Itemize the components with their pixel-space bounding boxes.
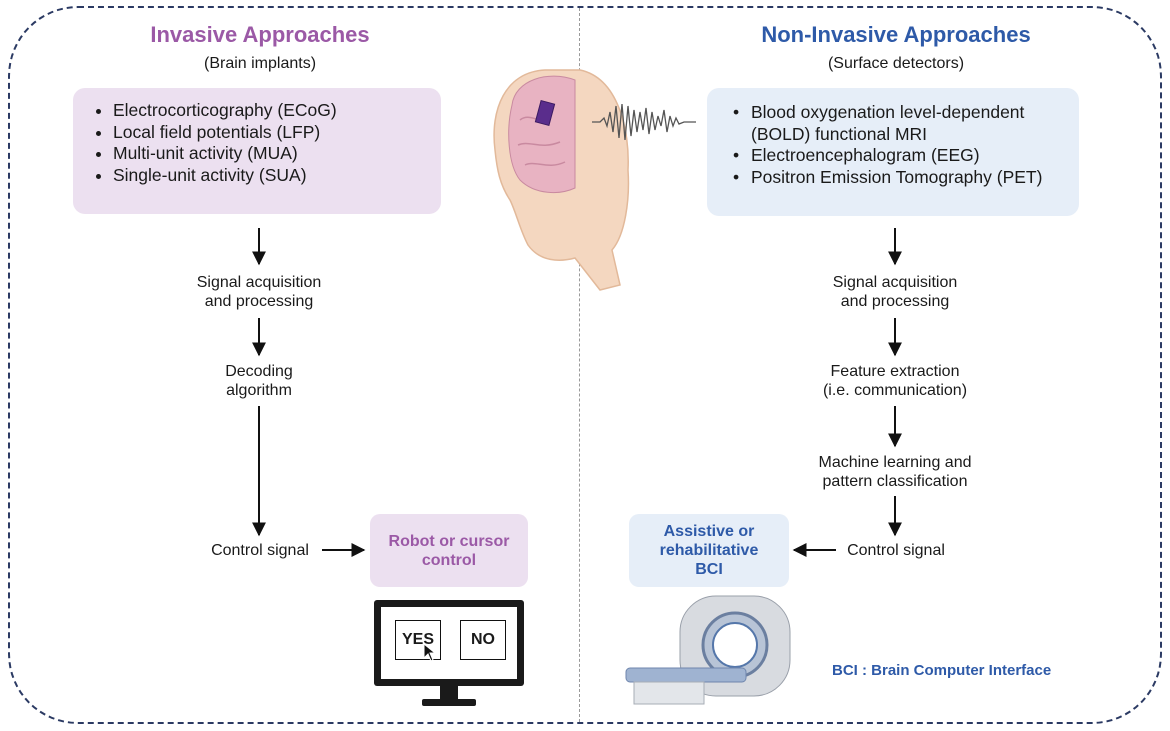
invasive-methods-list: Electrocorticography (ECoG) Local field … [73, 100, 441, 186]
cursor-icon [423, 643, 437, 662]
result-line: BCI [695, 561, 723, 578]
list-item: Multi-unit activity (MUA) [113, 143, 441, 165]
list-item: •Blood oxygenation level-dependent [733, 102, 1025, 122]
noninvasive-title: Non-Invasive Approaches [761, 22, 1031, 47]
list-item: Electrocorticography (ECoG) [113, 100, 441, 122]
step-line: Signal acquisition [832, 274, 958, 291]
list-item: (BOLD) functional MRI [751, 123, 928, 144]
invasive-title: Invasive Approaches [150, 22, 370, 47]
result-line: control [421, 551, 477, 569]
noninvasive-methods-box: •Blood oxygenation level-dependent (BOLD… [707, 88, 1079, 216]
list-item: •Positron Emission Tomography (PET) [733, 166, 1043, 187]
noninvasive-step-ml: Machine learning and pattern classificat… [780, 453, 1010, 491]
mri-scanner-icon [625, 595, 791, 705]
list-item: •Electroencephalogram (EEG) [733, 145, 980, 165]
invasive-step-decoding: Decoding algorithm [159, 362, 359, 400]
noninvasive-subtitle: (Surface detectors) [827, 55, 965, 72]
noninvasive-step-control: Control signal [847, 542, 945, 559]
yes-button[interactable]: YES [395, 620, 441, 660]
step-line: Decoding [225, 363, 293, 380]
invasive-methods-box: Electrocorticography (ECoG) Local field … [73, 88, 441, 214]
noninvasive-methods-list: •Blood oxygenation level-dependent (BOLD… [707, 102, 1079, 188]
step-line: Signal acquisition [196, 274, 322, 291]
noninvasive-result-box: Assistive or rehabilitative BCI [629, 514, 789, 587]
list-item: Local field potentials (LFP) [113, 122, 441, 144]
step-line: Machine learning and [818, 454, 972, 471]
result-line: Assistive or [663, 523, 755, 540]
brainwave-icon [592, 103, 696, 141]
result-line: Robot or cursor [388, 532, 510, 550]
noninvasive-step-feature: Feature extraction (i.e. communication) [785, 362, 1005, 400]
list-item: Single-unit activity (SUA) [113, 165, 441, 187]
legend-bci: BCI : Brain Computer Interface [832, 662, 1052, 679]
center-divider [579, 8, 580, 722]
step-line: and processing [204, 293, 314, 310]
step-line: (i.e. communication) [822, 382, 968, 399]
step-line: and processing [840, 293, 950, 310]
invasive-result-box: Robot or cursor control [370, 514, 528, 587]
noninvasive-step-acquisition: Signal acquisition and processing [795, 273, 995, 311]
invasive-step-acquisition: Signal acquisition and processing [159, 273, 359, 311]
invasive-subtitle: (Brain implants) [203, 55, 317, 72]
step-line: Feature extraction [830, 363, 960, 380]
step-line: algorithm [226, 382, 292, 399]
head-illustration [493, 69, 630, 291]
result-line: rehabilitative [659, 542, 759, 559]
no-button[interactable]: NO [460, 620, 506, 660]
outer-frame [8, 6, 1162, 724]
step-line: pattern classification [822, 473, 968, 490]
invasive-step-control: Control signal [211, 542, 309, 559]
